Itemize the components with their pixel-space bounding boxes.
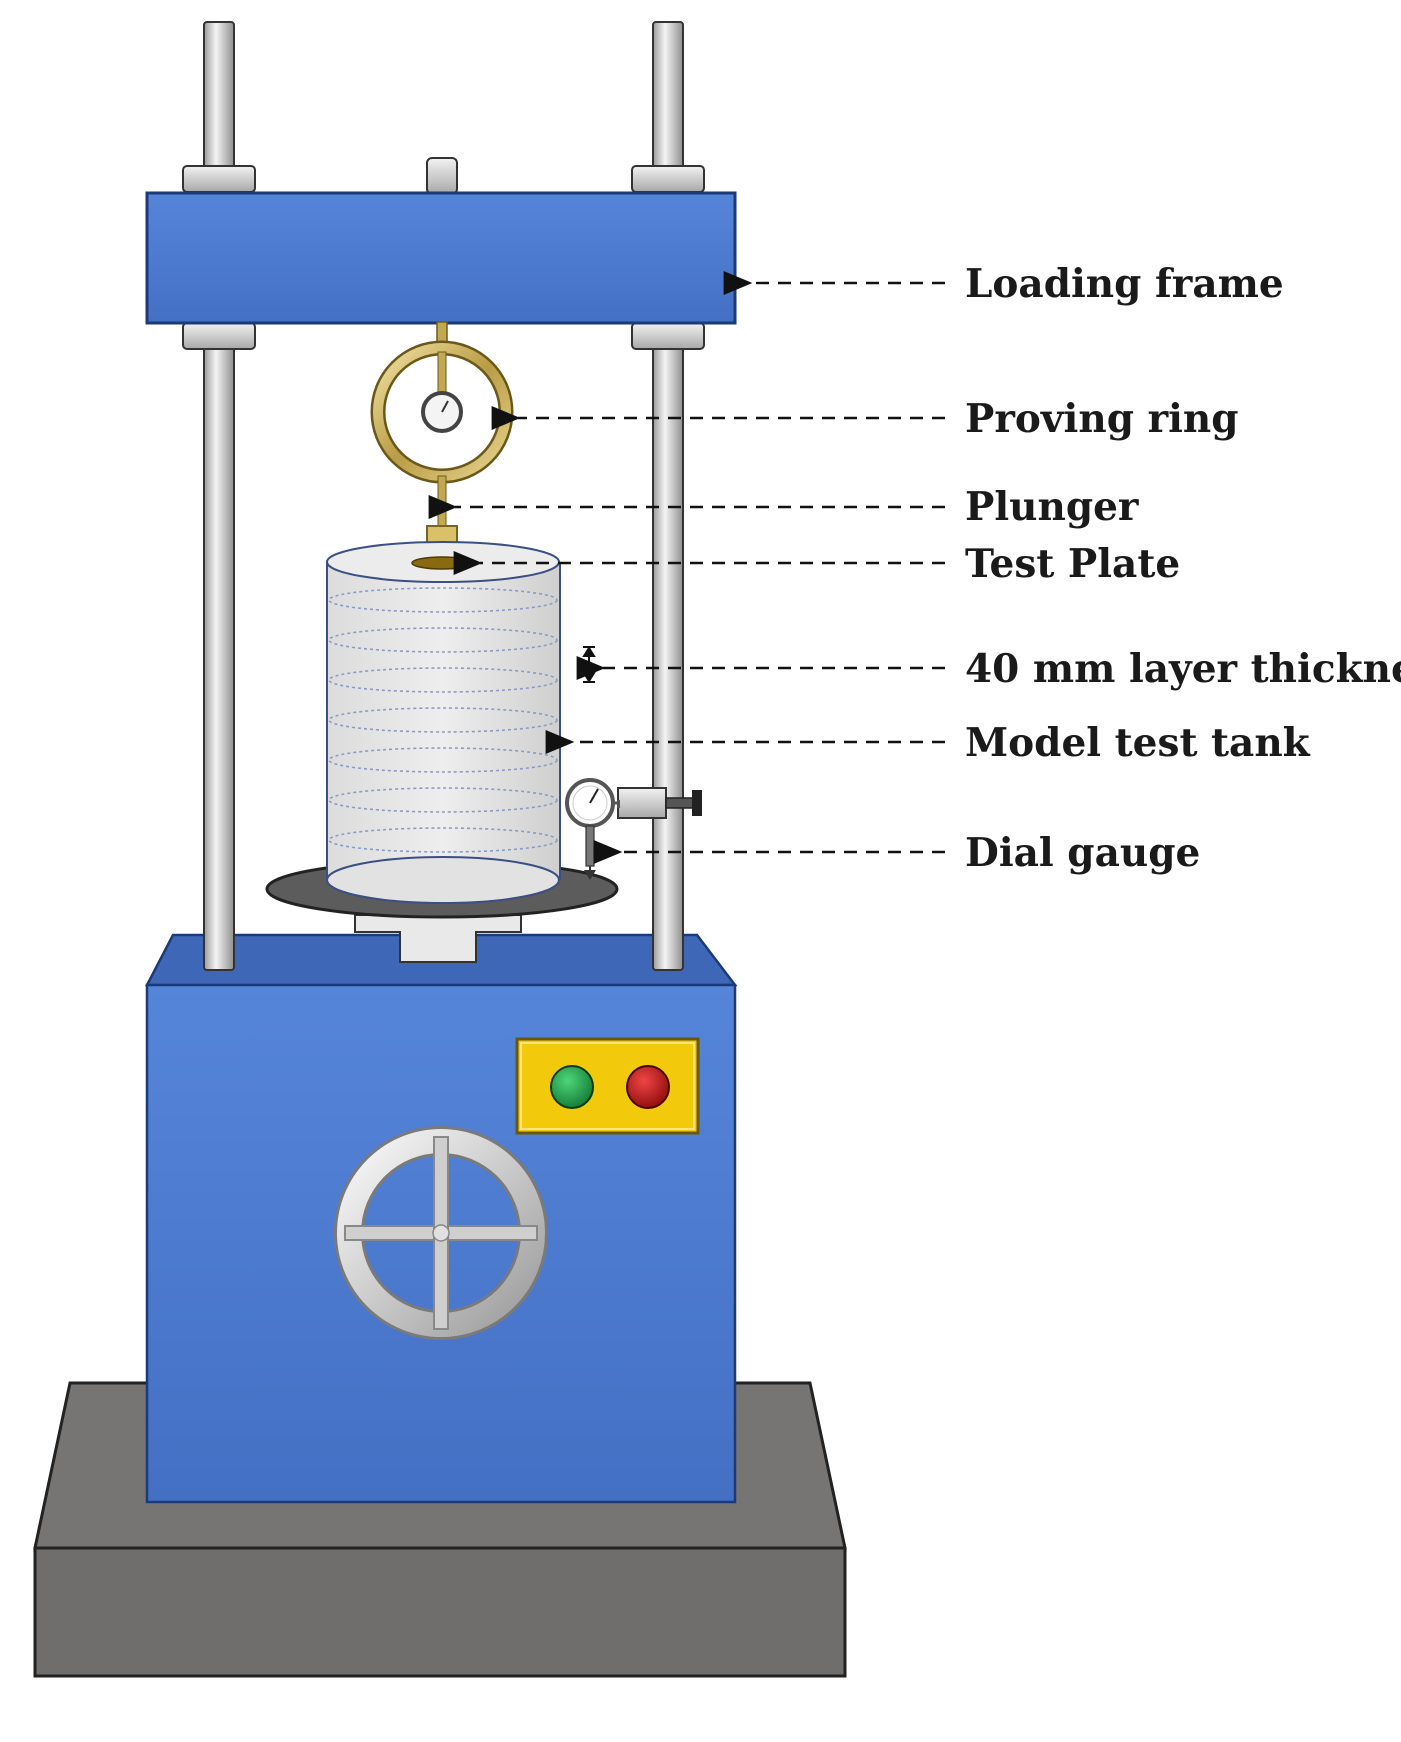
label-test-plate: Test Plate: [965, 541, 1180, 587]
stop-indicator-red-icon[interactable]: [626, 1065, 670, 1109]
layer-thickness-marker: [582, 646, 596, 683]
label-plunger: Plunger: [965, 484, 1139, 530]
left-column-rod: [203, 21, 235, 971]
leader-lines: [428, 271, 945, 864]
label-dial-gauge: Dial gauge: [965, 830, 1200, 876]
column-nuts: [182, 157, 705, 350]
label-loading-frame: Loading frame: [965, 261, 1284, 307]
dial-gauge: [565, 778, 702, 880]
model-test-tank: [326, 541, 561, 904]
label-proving-ring: Proving ring: [965, 396, 1239, 442]
label-layer-thickness: 40 mm layer thickness: [965, 646, 1401, 692]
hand-wheel-icon[interactable]: [334, 1126, 548, 1340]
right-column-rod: [652, 21, 684, 971]
control-panel: [515, 1037, 700, 1135]
start-indicator-green-icon[interactable]: [550, 1065, 594, 1109]
loading-frame-crossbeam: [145, 191, 737, 325]
proving-ring: [370, 321, 514, 529]
soil-layer-lines: [328, 587, 558, 853]
label-model-test-tank: Model test tank: [965, 720, 1311, 766]
